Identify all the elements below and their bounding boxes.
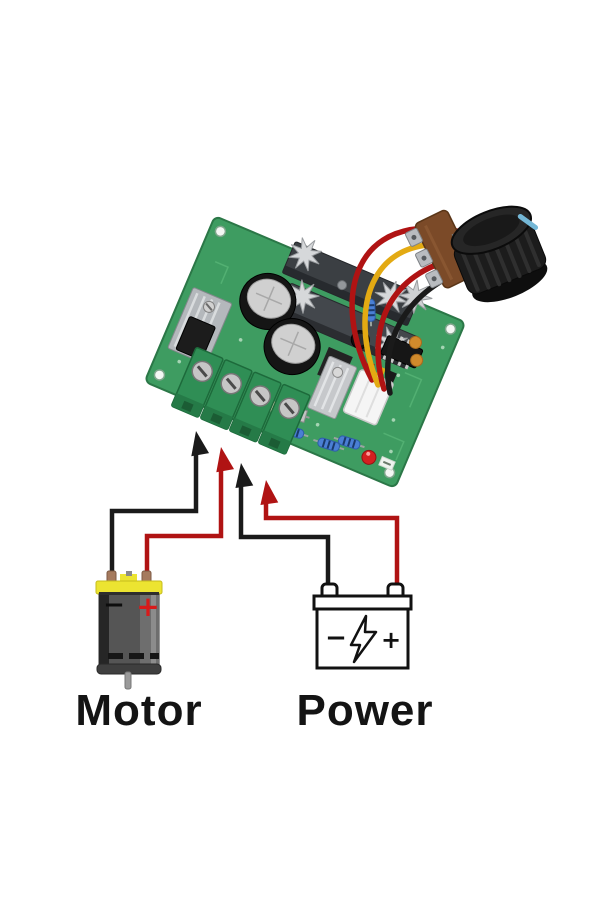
screw-terminal-block xyxy=(171,346,311,455)
motor-label: Motor xyxy=(75,686,203,735)
motor-shaft xyxy=(124,671,132,690)
silkscreen-box xyxy=(378,455,396,471)
battery-top-bar xyxy=(312,594,413,611)
solder-lugs xyxy=(404,227,444,289)
electrolytic-capacitor-1 xyxy=(239,272,297,330)
motor-negative-symbol: − xyxy=(103,590,125,620)
terminal-3 xyxy=(229,371,282,443)
power-label: Power xyxy=(296,686,434,735)
to220-transistor xyxy=(175,316,216,361)
wire-power-positive xyxy=(263,500,400,588)
controller-board xyxy=(145,216,465,488)
red-led xyxy=(361,449,377,465)
terminal-1 xyxy=(171,346,224,418)
led-highlight xyxy=(366,451,371,456)
arrow-terminal-3 xyxy=(232,461,254,489)
motor-vent-dashes xyxy=(108,653,159,659)
orange-capacitor-2 xyxy=(410,353,424,367)
terminal-2 xyxy=(200,359,253,430)
electrolytic-capacitor-2 xyxy=(263,318,321,376)
motor-cap-seam xyxy=(99,592,159,595)
orange-capacitor-1 xyxy=(409,335,423,349)
arrow-terminal-2 xyxy=(212,445,235,473)
wire-motor-negative xyxy=(109,452,199,580)
power-battery-icon: − + xyxy=(312,582,413,670)
wire-motor-positive xyxy=(144,468,224,580)
knob-indicator-mark xyxy=(517,213,539,231)
motor-body-shadow xyxy=(99,594,109,666)
battery-positive-symbol: + xyxy=(381,626,401,654)
motor-cap-notch xyxy=(126,571,132,576)
arrow-terminal-1 xyxy=(187,429,210,457)
control-knob-icon xyxy=(450,205,548,303)
dc-motor-icon: − + xyxy=(95,570,163,690)
aluminum-heatsink-left xyxy=(167,287,232,365)
motor-cap-tab xyxy=(120,574,137,583)
motor-positive-symbol: + xyxy=(136,590,159,623)
lightning-bolt-icon xyxy=(349,614,378,664)
aluminum-heatsink-right xyxy=(307,346,357,420)
terminal-4 xyxy=(258,383,311,455)
arrow-terminal-4 xyxy=(257,478,279,506)
battery-negative-symbol: − xyxy=(325,623,347,653)
wire-power-negative xyxy=(238,484,331,588)
motor-body-shine xyxy=(151,594,156,666)
connection-wires xyxy=(109,452,400,588)
